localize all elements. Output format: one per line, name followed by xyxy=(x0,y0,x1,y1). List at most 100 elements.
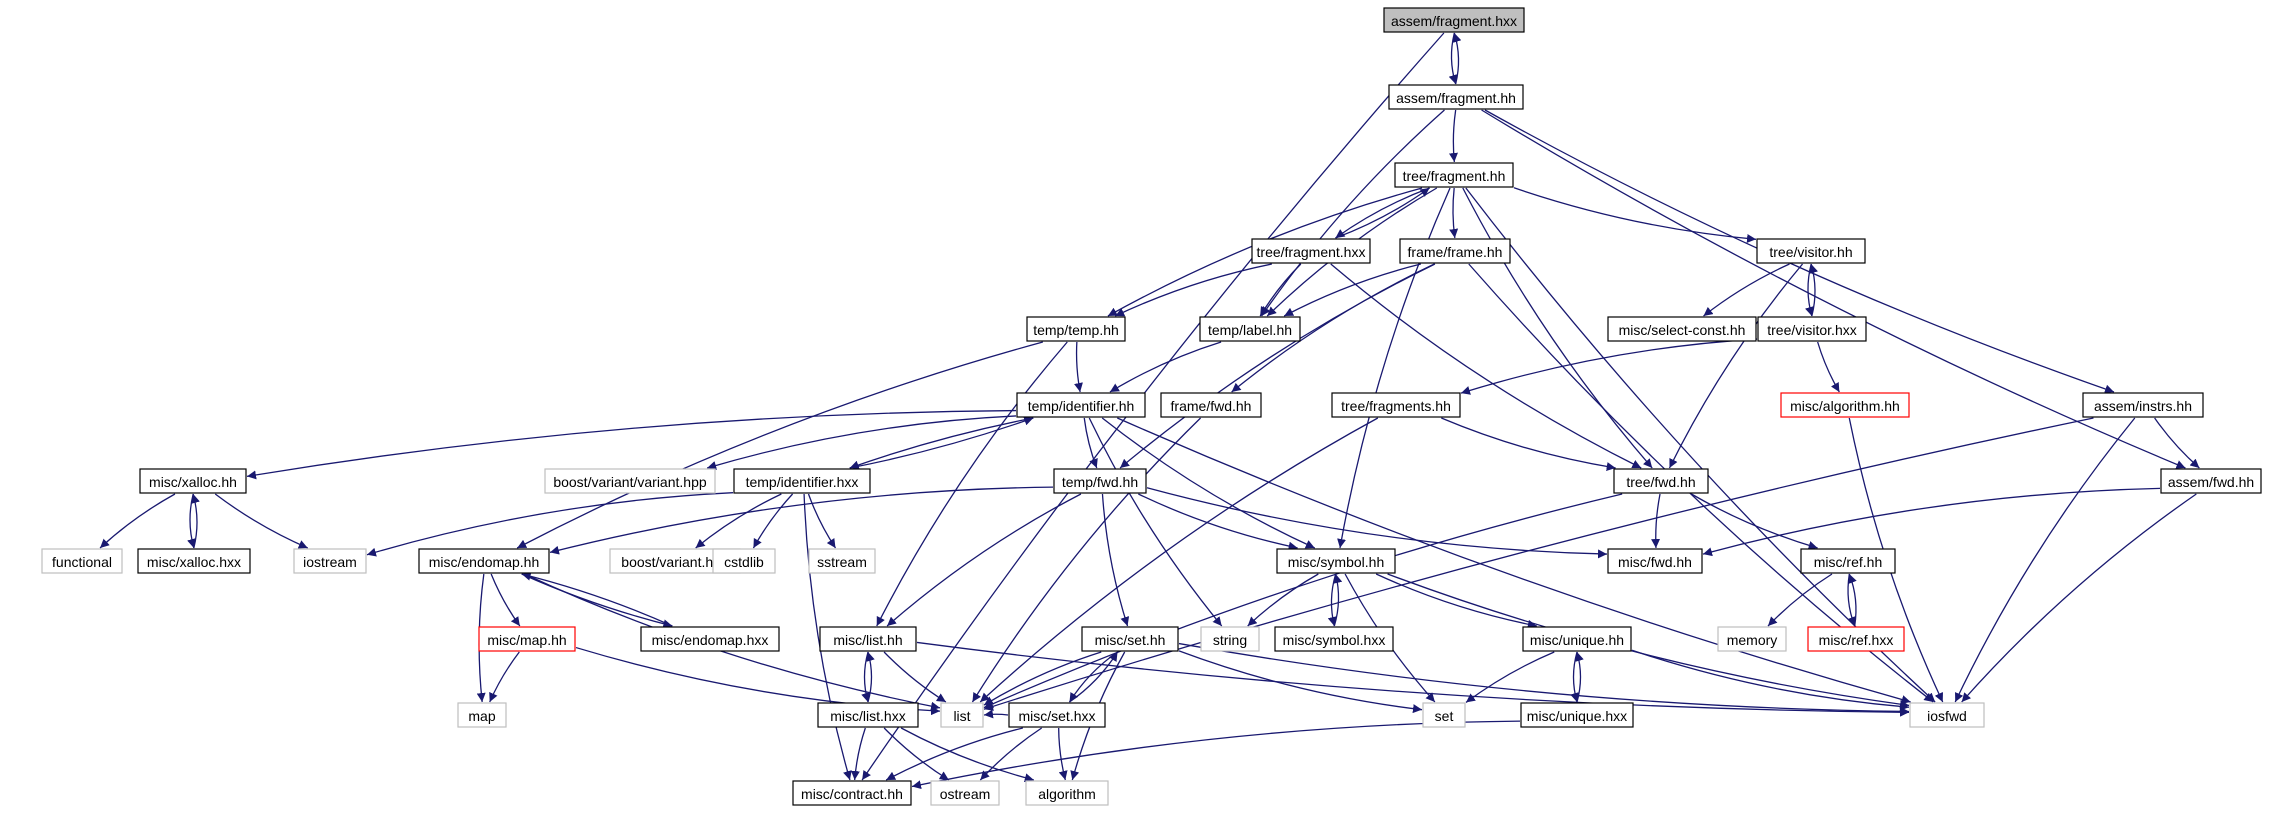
node-label: boost/variant.hpp xyxy=(621,554,729,570)
edge-misc-list-hh-to-misc-list-hxx xyxy=(861,651,870,703)
node-box xyxy=(1331,392,1461,418)
node-misc-unique-hh[interactable]: misc/unique.hh xyxy=(1522,626,1632,652)
node-box xyxy=(1399,238,1511,264)
edge-temp-identifier-hh-to-misc-symbol-hh xyxy=(1101,417,1316,549)
node-misc-list-hh[interactable]: misc/list.hh xyxy=(819,626,917,652)
node-box xyxy=(1909,702,1985,728)
node-ostream[interactable]: ostream xyxy=(930,780,1000,806)
node-misc-ref-hxx[interactable]: misc/ref.hxx xyxy=(1807,626,1905,652)
node-misc-contract-hh[interactable]: misc/contract.hh xyxy=(792,780,912,806)
edge-temp-fwd-hh-to-misc-endomap-hh xyxy=(549,486,1054,555)
node-frame-frame-hh[interactable]: frame/frame.hh xyxy=(1399,238,1511,264)
edge-tree-fragment-hh-to-tree-visitor-hh xyxy=(1513,187,1757,243)
node-misc-unique-hxx[interactable]: misc/unique.hxx xyxy=(1520,702,1634,728)
node-map[interactable]: map xyxy=(457,702,507,728)
node-box xyxy=(2160,468,2262,494)
node-misc-xalloc-hxx[interactable]: misc/xalloc.hxx xyxy=(137,548,251,574)
edge-tree-fragments-hh-to-tree-fwd-hh xyxy=(1441,417,1616,472)
edge-temp-identifier-hh-to-temp-fwd-hh xyxy=(1083,417,1098,469)
node-cstdlib[interactable]: cstdlib xyxy=(712,548,776,574)
node-tree-fragment-hh[interactable]: tree/fragment.hh xyxy=(1394,162,1514,188)
edge-misc-set-hxx-to-algorithm xyxy=(1058,727,1068,781)
node-box xyxy=(1200,626,1260,652)
node-misc-list-hxx[interactable]: misc/list.hxx xyxy=(817,702,919,728)
node-assem-instrs-hh[interactable]: assem/instrs.hh xyxy=(2082,392,2204,418)
node-misc-symbol-hh[interactable]: misc/symbol.hh xyxy=(1276,548,1396,574)
node-label: misc/fwd.hh xyxy=(1618,554,1692,570)
node-misc-xalloc-hh[interactable]: misc/xalloc.hh xyxy=(139,468,247,494)
node-misc-endomap-hxx[interactable]: misc/endomap.hxx xyxy=(640,626,780,652)
node-assem-fragment-hh[interactable]: assem/fragment.hh xyxy=(1388,84,1524,110)
node-label: boost/variant/variant.hpp xyxy=(553,474,707,490)
node-label: string xyxy=(1213,632,1247,648)
edge-misc-unique-hh-to-set xyxy=(1465,651,1555,703)
node-misc-endomap-hh[interactable]: misc/endomap.hh xyxy=(418,548,550,574)
node-box xyxy=(139,468,247,494)
node-box xyxy=(640,626,780,652)
edge-assem-instrs-hh-to-list xyxy=(983,417,2094,711)
node-temp-fwd-hh[interactable]: temp/fwd.hh xyxy=(1053,468,1147,494)
node-tree-visitor-hh[interactable]: tree/visitor.hh xyxy=(1756,238,1866,264)
node-box xyxy=(1607,316,1757,342)
node-algorithm[interactable]: algorithm xyxy=(1025,780,1109,806)
node-misc-fwd-hh[interactable]: misc/fwd.hh xyxy=(1607,548,1703,574)
edge-temp-identifier-hh-to-iosfwd xyxy=(1117,417,1911,704)
node-temp-temp-hh[interactable]: temp/temp.hh xyxy=(1026,316,1126,342)
edge-tree-fragment-hh-to-tree-fragment-hxx xyxy=(1335,187,1430,239)
node-label: tree/fwd.hh xyxy=(1626,474,1695,490)
node-misc-set-hxx[interactable]: misc/set.hxx xyxy=(1008,702,1106,728)
node-box xyxy=(792,780,912,806)
edge-tree-visitor-hxx-to-misc-algorithm-hh xyxy=(1817,341,1840,393)
node-memory[interactable]: memory xyxy=(1717,626,1787,652)
node-box xyxy=(733,468,871,494)
node-label: assem/fragment.hh xyxy=(1396,90,1516,106)
node-list[interactable]: list xyxy=(940,702,984,728)
edge-temp-identifier-hxx-to-cstdlib xyxy=(752,493,794,549)
node-misc-set-hh[interactable]: misc/set.hh xyxy=(1081,626,1179,652)
node-label: misc/set.hh xyxy=(1095,632,1166,648)
node-set[interactable]: set xyxy=(1422,702,1466,728)
edge-misc-unique-hxx-to-misc-unique-hh xyxy=(1575,651,1584,703)
node-tree-fragments-hh[interactable]: tree/fragments.hh xyxy=(1331,392,1461,418)
edge-misc-symbol-hh-to-misc-unique-hh xyxy=(1375,573,1537,629)
node-string[interactable]: string xyxy=(1200,626,1260,652)
node-tree-fwd-hh[interactable]: tree/fwd.hh xyxy=(1613,468,1709,494)
node-misc-map-hh[interactable]: misc/map.hh xyxy=(478,626,576,652)
edge-misc-ref-hh-to-memory xyxy=(1767,573,1833,627)
edge-temp-identifier-hh-to-string xyxy=(1088,417,1223,627)
node-temp-identifier-hh[interactable]: temp/identifier.hh xyxy=(1016,392,1146,418)
node-label: tree/visitor.hh xyxy=(1769,244,1852,260)
edge-tree-fragment-hxx-to-tree-fragment-hh xyxy=(1335,187,1430,239)
node-functional[interactable]: functional xyxy=(41,548,123,574)
node-assem-fragment-hxx[interactable]: assem/fragment.hxx xyxy=(1383,7,1525,33)
edge-misc-list-hxx-to-misc-contract-hh xyxy=(850,727,866,781)
edge-temp-identifier-hxx-to-iostream xyxy=(366,492,734,557)
node-temp-label-hh[interactable]: temp/label.hh xyxy=(1199,316,1301,342)
node-temp-identifier-hxx[interactable]: temp/identifier.hxx xyxy=(733,468,871,494)
node-label: assem/fwd.hh xyxy=(2168,474,2254,490)
edge-misc-set-hh-to-misc-set-hxx xyxy=(1068,651,1118,703)
node-tree-fragment-hxx[interactable]: tree/fragment.hxx xyxy=(1251,238,1371,264)
edge-misc-endomap-hh-to-misc-map-hh xyxy=(490,573,521,627)
edge-misc-endomap-hxx-to-misc-endomap-hh xyxy=(521,571,673,627)
node-misc-symbol-hxx[interactable]: misc/symbol.hxx xyxy=(1274,626,1394,652)
node-misc-algorithm-hh[interactable]: misc/algorithm.hh xyxy=(1780,392,1910,418)
node-tree-visitor-hxx[interactable]: tree/visitor.hxx xyxy=(1757,316,1867,342)
node-label: misc/ref.hh xyxy=(1814,554,1882,570)
node-box xyxy=(1026,316,1126,342)
edge-misc-unique-hh-to-misc-unique-hxx xyxy=(1570,651,1579,703)
node-frame-fwd-hh[interactable]: frame/fwd.hh xyxy=(1160,392,1262,418)
node-boost-variant-1[interactable]: boost/variant/variant.hpp xyxy=(544,468,716,494)
edge-temp-identifier-hh-to-boost-variant-1 xyxy=(706,415,1017,470)
node-box xyxy=(1807,626,1905,652)
node-iosfwd[interactable]: iosfwd xyxy=(1909,702,1985,728)
node-misc-ref-hh[interactable]: misc/ref.hh xyxy=(1800,548,1896,574)
edge-misc-unique-hh-to-iosfwd xyxy=(1631,649,1910,711)
node-misc-select-const-hh[interactable]: misc/select-const.hh xyxy=(1607,316,1757,342)
node-sstream[interactable]: sstream xyxy=(808,548,876,574)
node-iostream[interactable]: iostream xyxy=(293,548,367,574)
edge-assem-fwd-hh-to-iosfwd xyxy=(1961,493,2197,703)
edge-tree-fragment-hxx-to-temp-label-hh xyxy=(1259,263,1302,317)
node-box xyxy=(1383,7,1525,33)
node-assem-fwd-hh[interactable]: assem/fwd.hh xyxy=(2160,468,2262,494)
